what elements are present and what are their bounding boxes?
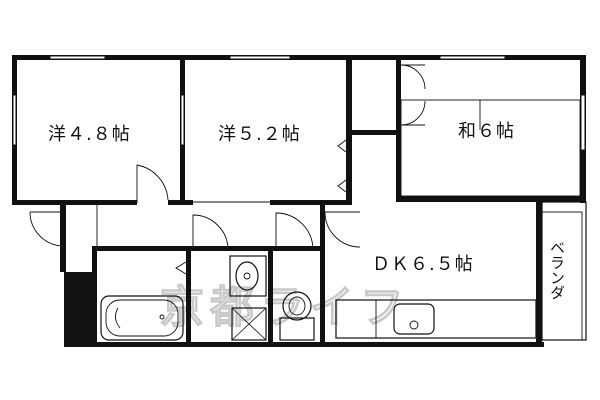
partition-b-closet <box>346 55 352 205</box>
entrance-black-block <box>64 272 94 346</box>
closet-door-swing-2 <box>400 100 426 126</box>
washing-machine-x2 <box>231 307 267 341</box>
window-right-japanese <box>580 94 586 151</box>
room-label-dk: ＤＫ６.５帖 <box>372 254 474 275</box>
room-b-bottom-wall-2 <box>270 200 350 205</box>
veranda-inner <box>541 211 583 341</box>
bottom-wall <box>64 342 544 347</box>
toilet-bowl-inner <box>288 296 306 316</box>
window-side-b <box>180 94 185 146</box>
entrance-wall <box>60 205 66 272</box>
toilet-bowl <box>282 291 312 321</box>
room-label-western-b: 洋５.２帖 <box>218 124 301 145</box>
room-label-western-a: 洋４.８帖 <box>48 124 131 145</box>
kitchen-sink <box>393 303 435 335</box>
sliding-mark-1 <box>337 139 347 153</box>
bath-left-wall <box>92 248 97 346</box>
toilet-door-swing <box>275 212 314 251</box>
closet-door-swing-1 <box>400 64 426 90</box>
washbasin-drain <box>243 272 251 280</box>
wash-toilet-partition <box>268 251 273 343</box>
bath-top-wall <box>92 246 324 251</box>
dk-door-swing <box>324 211 361 248</box>
washbasin-counter <box>229 255 267 297</box>
washing-machine-pan <box>231 307 267 341</box>
watermark-text: 京都ライフ <box>160 282 410 333</box>
sliding-mark-2 <box>337 179 347 193</box>
door-swing-room-a <box>136 164 169 203</box>
window-top-japanese <box>439 55 506 60</box>
bathtub-inner <box>105 299 179 337</box>
tatami-area <box>400 99 581 197</box>
washbasin <box>235 261 259 291</box>
washroom-door-swing <box>192 214 229 251</box>
room-a-bottom-wall <box>12 200 137 205</box>
entrance-door-swing <box>29 211 65 247</box>
bathtub-outlet <box>159 314 165 320</box>
toilet-dk-partition <box>320 205 325 345</box>
japanese-bottom-wall <box>396 196 586 202</box>
bath-wash-partition <box>186 251 191 343</box>
bathtub-drain <box>115 307 121 329</box>
kitchen-drain <box>409 320 419 330</box>
toilet-tank <box>279 317 315 341</box>
room-a-bottom-wall-2 <box>168 200 185 205</box>
window-top-a <box>49 55 106 60</box>
dk-right-wall <box>536 200 542 347</box>
room-b-bottom-wall <box>185 200 193 205</box>
window-top-b <box>229 55 291 60</box>
room-label-japanese: 和６帖 <box>458 121 515 142</box>
bathtub <box>100 295 184 341</box>
window-left-a <box>12 94 17 146</box>
bath-door-mark <box>175 261 187 275</box>
closet-shelf-wall <box>350 130 400 135</box>
partition-closet-japanese <box>396 55 401 202</box>
room-label-veranda: ベランダ <box>548 240 566 300</box>
